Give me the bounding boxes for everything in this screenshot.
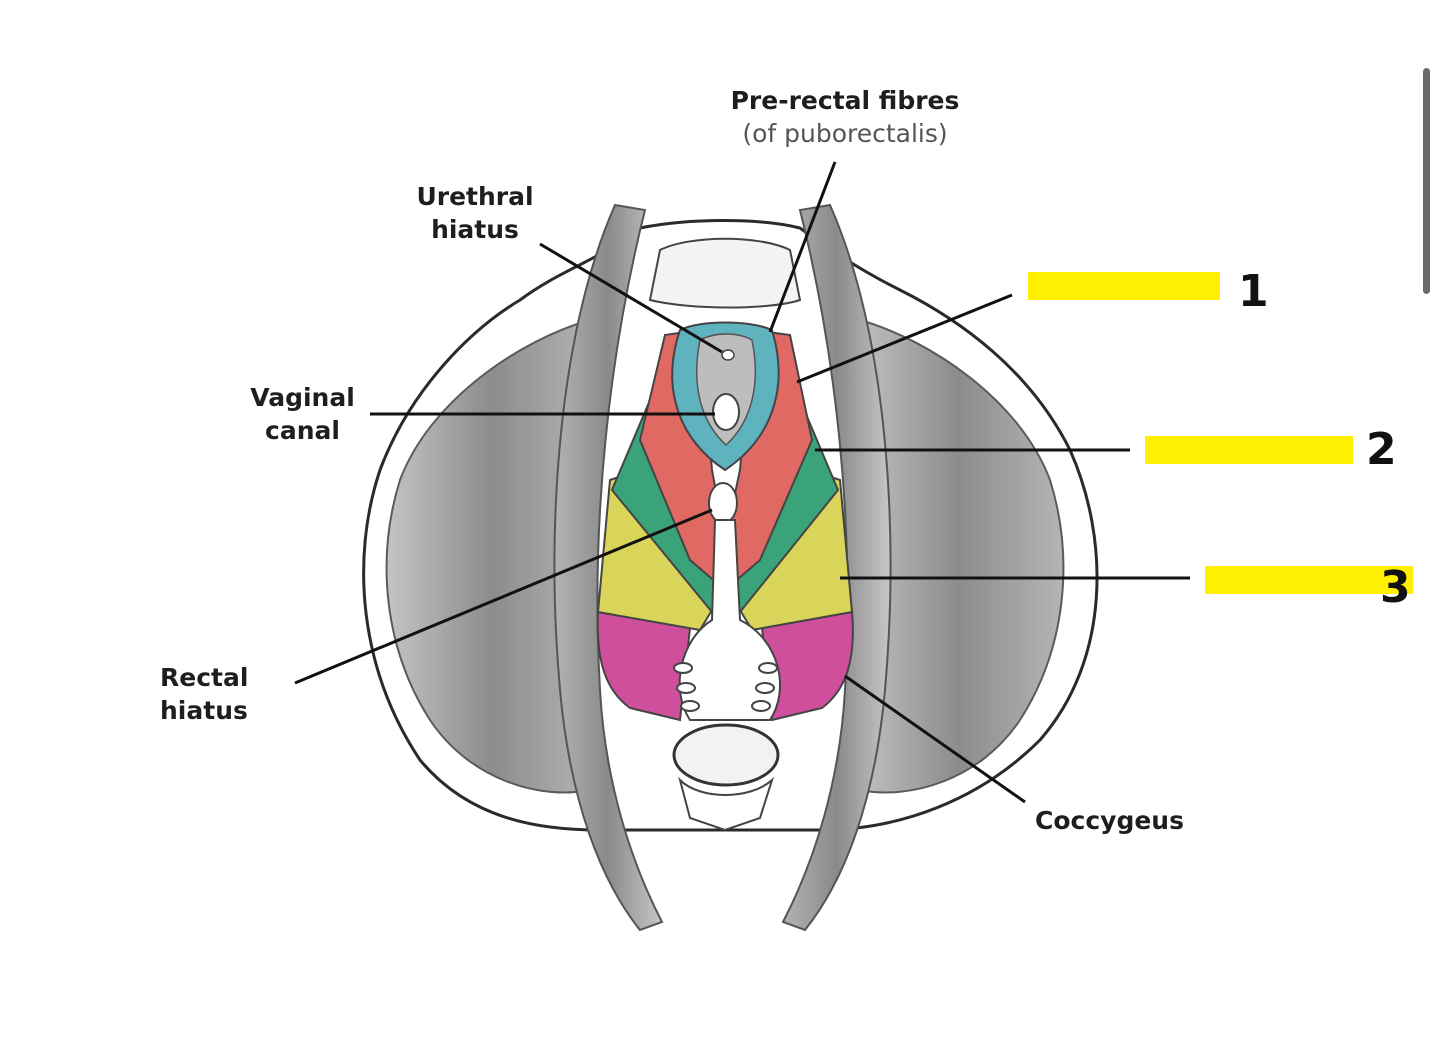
central-gray-area (696, 333, 756, 447)
pubic-symphysis (648, 237, 802, 309)
right-strap-muscle (781, 203, 892, 932)
handwritten-number-1: 1 (1238, 266, 1269, 317)
vaginal-canal (712, 393, 740, 431)
left-strap-muscle (553, 203, 664, 932)
vaginal-line1: Vaginal (250, 383, 355, 412)
label-pre-rectal-fibres: Pre-rectal fibres (of puborectalis) (720, 84, 970, 150)
urethral-line2: hiatus (431, 215, 519, 244)
handwritten-number-2: 2 (1366, 424, 1397, 475)
rectal-line1: Rectal (160, 663, 249, 692)
highlight-mask-3 (1205, 566, 1413, 594)
rectal-hiatus (708, 482, 738, 524)
coccygeus-left (596, 610, 692, 722)
leader-pre-rectal-fibres (768, 161, 837, 333)
urethral-hiatus (721, 349, 735, 361)
label-vaginal-canal: Vaginal canal (235, 381, 370, 447)
leader-coccygeus (844, 674, 1026, 804)
handwritten-number-3: 3 (1380, 562, 1411, 613)
sacral-vertebra (672, 723, 780, 787)
pre-rectal-title: Pre-rectal fibres (730, 86, 960, 115)
highlight-mask-2 (1145, 436, 1353, 464)
vaginal-line2: canal (265, 416, 340, 445)
label-rectal-hiatus: Rectal hiatus (160, 661, 280, 727)
scrollbar[interactable] (1423, 68, 1430, 294)
urethral-line1: Urethral (416, 182, 534, 211)
coccygeus-right (760, 610, 854, 722)
sacral-foramina (673, 662, 778, 712)
rectal-line2: hiatus (160, 696, 248, 725)
leader-lines (294, 161, 1190, 804)
pre-rectal-subtitle: (of puborectalis) (742, 119, 948, 148)
label-urethral-hiatus: Urethral hiatus (400, 180, 550, 246)
coccyx (678, 519, 781, 721)
sacrum-lower (678, 776, 775, 832)
highlight-mask-1 (1028, 272, 1220, 300)
label-coccygeus: Coccygeus (1035, 806, 1184, 835)
leader-urethral-hiatus (539, 242, 723, 354)
leader-label-1 (796, 293, 1013, 384)
leader-rectal-hiatus (294, 508, 713, 685)
